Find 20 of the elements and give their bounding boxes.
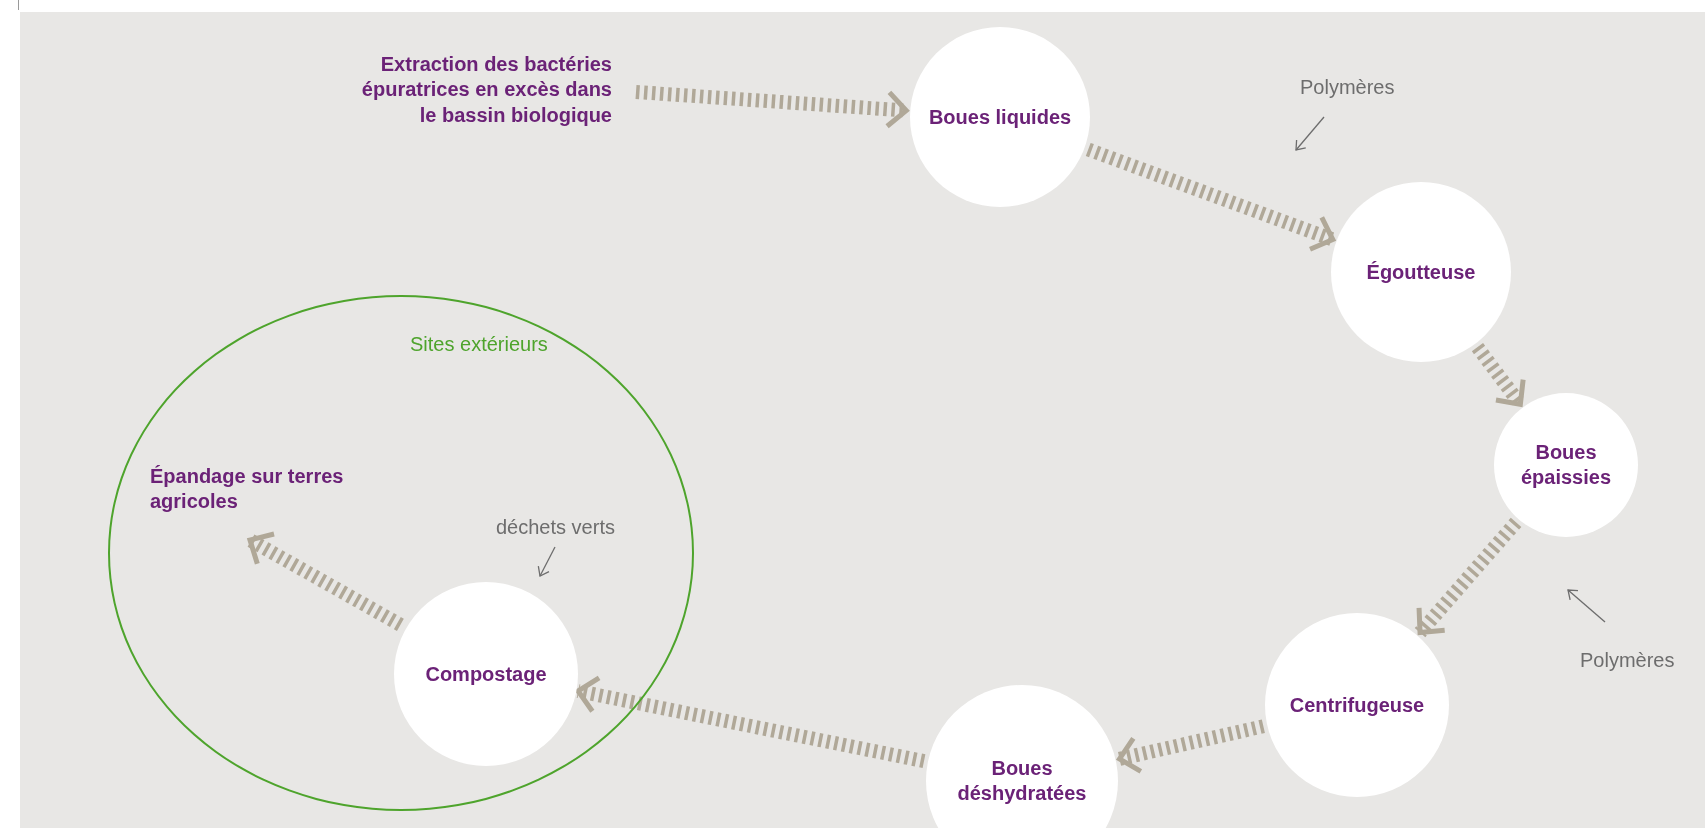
hatched-arrow	[246, 531, 404, 631]
node-label: Égoutteuse	[1366, 259, 1476, 285]
node-label: Boues déshydratées	[956, 756, 1088, 806]
input-label: déchets verts	[496, 515, 615, 540]
node-label: Centrifugeuse	[1289, 692, 1425, 718]
step-text: Extraction des bactéries épuratrices en excès dans le bassin biologique	[350, 52, 612, 176]
step-text: Épandage sur terres agricoles	[150, 464, 360, 524]
input-label: Polymères	[1300, 75, 1395, 100]
node-label: Boues épaissies	[1519, 440, 1613, 490]
node-label: Compostage	[425, 661, 547, 687]
hatched-arrow	[1471, 342, 1526, 409]
hatched-arrow	[1085, 142, 1336, 252]
region-heading: Sites extérieurs	[410, 332, 548, 357]
hatched-arrow	[635, 85, 909, 129]
node-label: Boues liquides	[928, 104, 1072, 130]
hatched-arrow	[575, 675, 926, 768]
input-label: Polymères	[1580, 648, 1675, 673]
hatched-arrow	[1117, 719, 1265, 774]
hatched-arrow	[1414, 517, 1522, 638]
region-ellipse	[108, 295, 694, 811]
